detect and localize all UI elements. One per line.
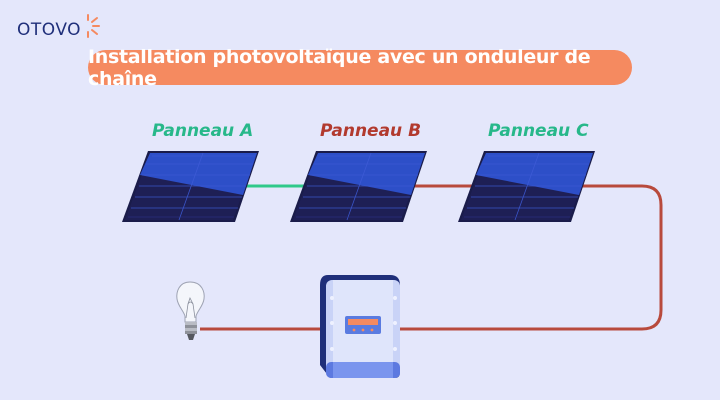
- solar-panel-a: [121, 150, 260, 223]
- string-inverter-icon: [320, 275, 400, 378]
- logo-text: OTOVO: [17, 20, 82, 40]
- wire-panel-c-to-inverter: [400, 184, 663, 331]
- panel-b-label: Panneau B: [320, 121, 422, 141]
- otovo-logo: OTOVO: [17, 14, 105, 40]
- panel-c-label: Panneau C: [488, 121, 589, 141]
- diagram-title: Installation photovoltaïque avec un ondu…: [88, 45, 591, 90]
- solar-panel-b: [289, 150, 428, 223]
- light-bulb-icon: [176, 281, 205, 340]
- panel-a-label: Panneau A: [152, 121, 254, 141]
- solar-panel-c: [457, 150, 596, 223]
- sun-rays-icon: [87, 14, 101, 38]
- title-banner: Installation photovoltaïque avec un ondu…: [88, 46, 632, 90]
